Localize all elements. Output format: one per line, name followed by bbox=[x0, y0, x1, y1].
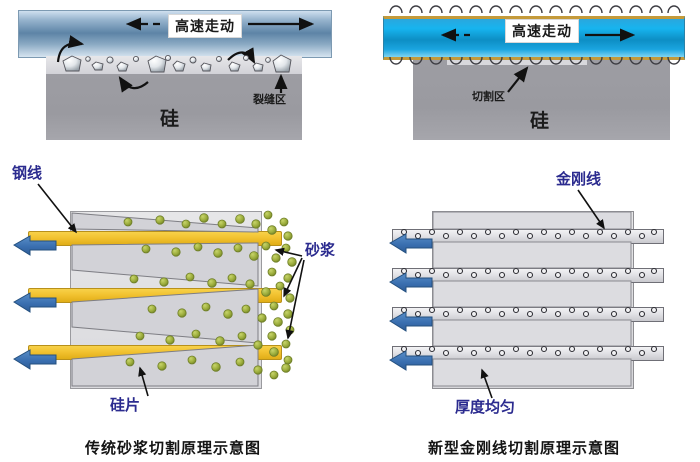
silicon-label-left: 硅 bbox=[160, 109, 180, 130]
steel-wire-2 bbox=[28, 288, 282, 303]
wafer-label: 硅片 bbox=[110, 397, 141, 414]
crack-zone-label: 裂缝区 bbox=[253, 94, 286, 106]
steel-wire-label: 钢线 bbox=[12, 165, 43, 182]
steel-wire-1 bbox=[28, 231, 282, 246]
steel-wire-3 bbox=[28, 345, 282, 360]
diamond-wire-2 bbox=[392, 268, 664, 283]
caption-right: 新型金刚线切割原理示意图 bbox=[428, 440, 621, 457]
uniform-thickness-label: 厚度均匀 bbox=[455, 399, 516, 416]
slurry-abrasive-layer bbox=[46, 56, 302, 74]
caption-left: 传统砂浆切割原理示意图 bbox=[85, 440, 262, 457]
diamond-wire-4 bbox=[392, 346, 664, 361]
silicon-block-left bbox=[46, 74, 302, 140]
diamond-wire-1 bbox=[392, 229, 664, 244]
silicon-block-right bbox=[413, 60, 670, 140]
slurry-label: 砂浆 bbox=[305, 242, 336, 259]
diamond-wire-3 bbox=[392, 307, 664, 322]
diamond-wire-label: 金刚线 bbox=[556, 171, 602, 188]
speed-label-right: 高速走动 bbox=[505, 19, 579, 43]
kerf-groove bbox=[447, 60, 587, 65]
speed-label-left: 高速走动 bbox=[168, 14, 242, 38]
cut-zone-label: 切割区 bbox=[472, 91, 505, 103]
silicon-label-right: 硅 bbox=[530, 111, 550, 132]
